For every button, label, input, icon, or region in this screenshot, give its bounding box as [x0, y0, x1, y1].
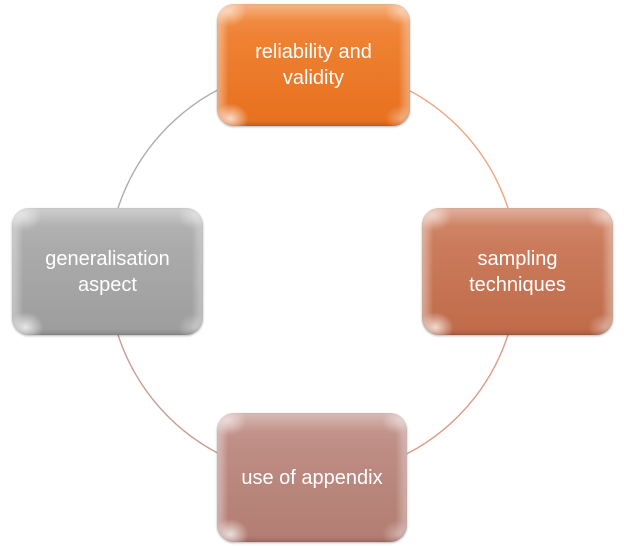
- node-use-of-appendix: use of appendix: [217, 413, 407, 542]
- node-sampling-techniques: sampling techniques: [422, 208, 613, 335]
- node-generalisation-aspect: generalisation aspect: [12, 208, 203, 335]
- node-reliability-and-validity: reliability and validity: [217, 4, 410, 126]
- node-label: generalisation aspect: [45, 247, 170, 296]
- node-label: reliability and validity: [255, 41, 372, 89]
- node-label: use of appendix: [241, 466, 383, 489]
- node-label: sampling techniques: [469, 247, 566, 296]
